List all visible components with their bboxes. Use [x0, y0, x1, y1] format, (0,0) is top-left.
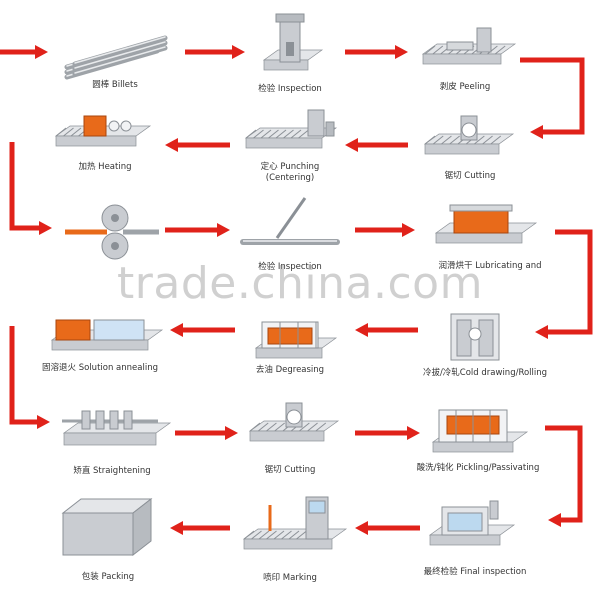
- step-label-pickling: 酸洗/钝化 Pickling/Passivating: [416, 463, 540, 473]
- flow-arrow-7: [9, 142, 52, 235]
- flow-arrow-12: [170, 323, 235, 337]
- packing-crate-icon: [61, 497, 153, 557]
- inspection-machine-icon: [262, 13, 324, 71]
- step-label-cutting-1: 锯切 Cutting: [444, 171, 496, 181]
- final-inspection-machine-icon: [428, 500, 516, 546]
- flow-arrow-15: [355, 426, 420, 440]
- step-label-marking: 喷印 Marking: [263, 573, 317, 583]
- step-label-inspection-1: 检验 Inspection: [258, 84, 322, 94]
- heating-furnace-icon: [54, 115, 152, 147]
- flow-arrow-1: [0, 45, 48, 59]
- flow-arrow-18: [170, 521, 230, 535]
- step-label-peeling: 剥皮 Peeling: [439, 82, 491, 92]
- step-label-degreasing: 去油 Degreasing: [255, 365, 325, 375]
- flow-arrow-6: [165, 138, 230, 152]
- flow-arrow-5: [345, 138, 408, 152]
- annealing-furnace-icon: [50, 319, 164, 351]
- flow-arrow-14: [175, 426, 238, 440]
- billets-icon: [64, 35, 168, 80]
- step-label-straightening: 矫直 Straightening: [73, 466, 151, 476]
- pickling-tank-icon: [431, 409, 529, 453]
- step-label-solution-annealing: 固溶退火 Solution annealing: [42, 363, 158, 373]
- step-label-punching: 定心 Punching (Centering): [260, 162, 320, 183]
- straightening-machine-icon: [62, 410, 172, 446]
- cold-drawing-machine-icon: [450, 313, 500, 361]
- punching-machine-icon: [244, 109, 338, 149]
- marking-machine-icon: [242, 496, 348, 550]
- flow-arrow-10: [535, 229, 593, 339]
- degreasing-tank-icon: [254, 321, 338, 359]
- flow-arrow-8: [165, 223, 230, 237]
- flow-arrow-4: [520, 57, 585, 139]
- flow-arrows: [0, 45, 593, 535]
- flow-arrow-9: [355, 223, 415, 237]
- flow-arrow-11: [355, 323, 418, 337]
- peeling-machine-icon: [421, 27, 517, 65]
- flow-arrow-13: [9, 326, 50, 429]
- step-label-cold-drawing: 冷拔/冷轧Cold drawing/Rolling: [422, 368, 548, 378]
- machine-icons: [50, 13, 538, 557]
- saw-cutting-icon: [423, 115, 515, 155]
- step-label-cutting-2: 锯切 Cutting: [264, 465, 316, 475]
- flow-arrow-16: [545, 425, 583, 527]
- step-label-inspection-2: 检验 Inspection: [258, 262, 322, 272]
- flow-arrow-3: [345, 45, 408, 59]
- flow-arrow-2: [185, 45, 245, 59]
- step-label-lubricating: 润滑烘干 Lubricating and: [438, 261, 542, 271]
- lubricating-bath-icon: [434, 204, 538, 244]
- saw-cutting-icon: [248, 402, 340, 442]
- step-label-final-inspection: 最终检验 Final inspection: [423, 567, 527, 577]
- step-label-heating: 加热 Heating: [78, 162, 132, 172]
- flow-arrow-17: [355, 521, 420, 535]
- step-label-packing: 包装 Packing: [81, 572, 135, 582]
- tube-inspection-icon: [240, 197, 340, 245]
- piercing-rolls-icon: [65, 204, 159, 260]
- step-label-billets: 圆棒 Billets: [92, 80, 138, 90]
